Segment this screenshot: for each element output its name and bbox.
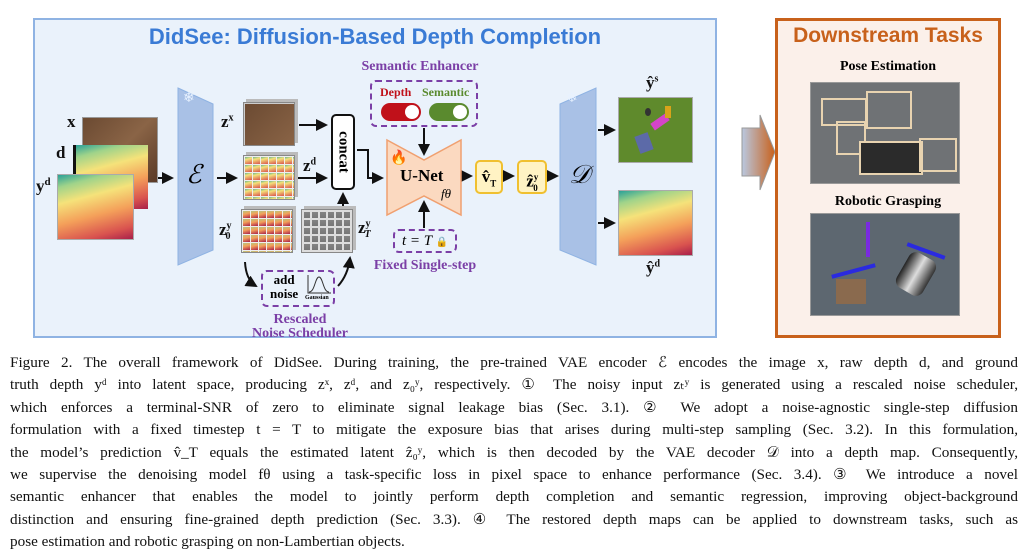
downstream-arrow: [741, 114, 776, 191]
unet-shape: [386, 138, 462, 217]
fixed-single-step-label: Fixed Single-step: [373, 258, 477, 273]
concat-label: concat: [335, 131, 352, 173]
concat-block: concat: [331, 114, 355, 190]
output-semantic-map: [618, 97, 693, 163]
caption-line: the model’s prediction v̂_T equals the e…: [10, 443, 1018, 461]
unet-f-theta: fθ: [441, 186, 451, 201]
caption-line: truth depth yᵈ into latent space, produc…: [10, 376, 1018, 394]
encoder-label: ℰ: [186, 160, 202, 189]
timestep-box: t = T 🔒: [393, 229, 457, 253]
latent-zx-grid: [243, 102, 295, 146]
depth-label: Depth: [380, 85, 412, 99]
figure-caption: Figure 2. The overall framework of DidSe…: [10, 352, 1018, 554]
v-hat-box: v̂T: [475, 160, 503, 194]
label-z0: zy0: [219, 220, 232, 243]
gaussian-curve-icon: [307, 275, 331, 294]
label-ys: ŷs: [646, 73, 659, 92]
caption-line: Figure 2. The overall framework of DidSe…: [10, 354, 1018, 371]
arrow-concat-unet: [357, 149, 384, 184]
caption-line: which enforces a terminal-SNR of zero to…: [10, 398, 1018, 416]
caption-line: pose estimation and robotic grasping on …: [10, 533, 405, 551]
semantic-label: Semantic: [422, 85, 470, 99]
downstream-title: Downstream Tasks: [793, 24, 983, 47]
fire-icon: 🔥: [390, 151, 408, 166]
arrow-noise-zT: [337, 256, 355, 287]
label-zT: zyT: [358, 218, 371, 241]
latent-zT-noise-grid: [301, 209, 353, 253]
task-label-grasping: Robotic Grasping: [834, 194, 942, 209]
label-x: x: [67, 112, 76, 131]
caption-line: formulation with a fixed timestep t = T …: [10, 421, 1018, 439]
label-zx: zx: [221, 112, 234, 131]
decoder-shape: [559, 87, 597, 266]
unet-label: U-Net: [400, 166, 444, 185]
lock-icon: 🔒: [435, 237, 449, 248]
semantic-enhancer-box: Depth Semantic: [370, 80, 478, 127]
pose-estimation-image: [810, 82, 960, 184]
input-gt-depth-yd: [57, 174, 134, 240]
latent-zd-grid: [243, 155, 295, 200]
z0-hat-box: ẑy0: [517, 160, 547, 194]
label-yd-hat: ŷd: [646, 258, 661, 277]
semantic-toggle[interactable]: [429, 103, 469, 121]
decoder-label: 𝒟: [569, 160, 590, 189]
snowflake-icon: ❄: [183, 91, 195, 106]
output-depth-map: [618, 190, 693, 256]
arrow-z0-noise: [244, 261, 258, 288]
robotic-grasping-image: [810, 213, 960, 316]
label-zd: zd: [303, 156, 317, 175]
depth-toggle[interactable]: [381, 103, 421, 121]
encoder-shape: [177, 87, 214, 266]
caption-line: semantic enhancer that enables the model…: [10, 488, 1018, 506]
caption-line: distinction and ensuring fine-grained de…: [10, 510, 1018, 528]
framework-title: DidSee: Diffusion-Based Depth Completion: [148, 24, 602, 49]
label-yd: yd: [36, 176, 51, 196]
semantic-enhancer-label: Semantic Enhancer: [361, 59, 479, 74]
latent-z0-grid: [241, 209, 293, 253]
task-label-pose: Pose Estimation: [839, 59, 937, 74]
snowflake-icon: ❄: [566, 91, 578, 106]
arrows-layer: [157, 87, 776, 288]
caption-line: we supervise the denoising model fθ usin…: [10, 466, 1018, 484]
label-d: d: [56, 143, 66, 162]
